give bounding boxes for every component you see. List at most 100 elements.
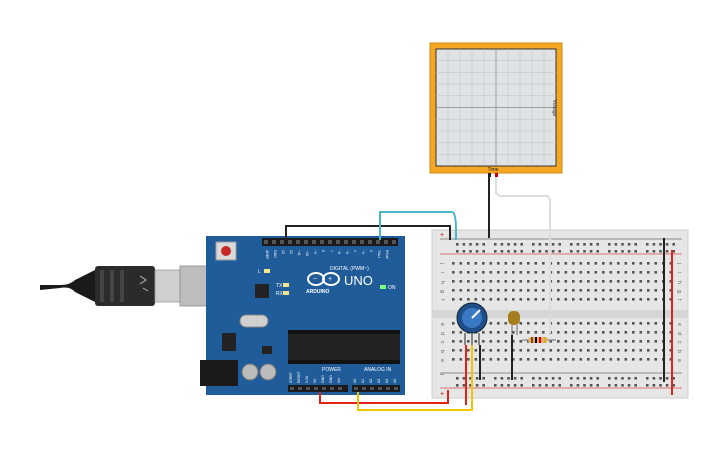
rail-hole[interactable] <box>634 377 637 380</box>
rail-hole[interactable] <box>462 250 466 253</box>
rail-hole[interactable] <box>589 377 593 380</box>
rail-hole[interactable] <box>627 250 631 253</box>
oscilloscope[interactable]: Voltage Time <box>429 42 563 177</box>
breadboard-hole[interactable] <box>489 271 493 274</box>
breadboard-hole[interactable] <box>557 271 560 274</box>
rail-hole[interactable] <box>456 243 459 246</box>
rail-hole[interactable] <box>570 384 573 387</box>
rail-hole[interactable] <box>513 384 517 387</box>
rail-hole[interactable] <box>659 377 662 380</box>
rail-hole[interactable] <box>589 243 593 246</box>
rail-hole[interactable] <box>652 384 656 387</box>
breadboard-hole[interactable] <box>587 322 590 325</box>
breadboard-hole[interactable] <box>459 289 463 292</box>
breadboard-hole[interactable] <box>534 298 538 301</box>
wires[interactable] <box>285 177 673 411</box>
breadboard-hole[interactable] <box>482 271 485 274</box>
breadboard-hole[interactable] <box>602 340 605 343</box>
header-pin[interactable] <box>362 387 366 390</box>
breadboard-hole[interactable] <box>497 289 500 292</box>
usb-cable[interactable] <box>40 265 213 307</box>
rail-hole[interactable] <box>520 384 523 387</box>
rail-hole[interactable] <box>551 377 555 380</box>
wire-scope-probe[interactable] <box>495 177 551 333</box>
breadboard-hole[interactable] <box>579 331 583 334</box>
breadboard-hole[interactable] <box>639 298 643 301</box>
breadboard-hole[interactable] <box>557 280 560 283</box>
breadboard-hole[interactable] <box>489 331 493 334</box>
breadboard-hole[interactable] <box>482 340 485 343</box>
breadboard-hole[interactable] <box>564 271 568 274</box>
breadboard-hole[interactable] <box>489 322 493 325</box>
breadboard-hole[interactable] <box>624 280 628 283</box>
breadboard-hole[interactable] <box>452 271 455 274</box>
breadboard-hole[interactable] <box>647 349 650 352</box>
breadboard-hole[interactable] <box>602 322 605 325</box>
breadboard-hole[interactable] <box>534 358 538 361</box>
breadboard-hole[interactable] <box>632 271 635 274</box>
breadboard-hole[interactable] <box>579 262 583 265</box>
rail-hole[interactable] <box>456 377 459 380</box>
breadboard-hole[interactable] <box>602 289 605 292</box>
rail-hole[interactable] <box>672 243 675 246</box>
header-pin[interactable] <box>354 387 358 390</box>
breadboard-hole[interactable] <box>459 280 463 283</box>
header-pin[interactable] <box>320 240 324 244</box>
rail-hole[interactable] <box>589 250 593 253</box>
breadboard-hole[interactable] <box>519 331 523 334</box>
header-pin[interactable] <box>360 240 364 244</box>
rail-hole[interactable] <box>545 243 548 246</box>
rail-hole[interactable] <box>627 243 631 246</box>
rail-hole[interactable] <box>634 243 637 246</box>
breadboard-hole[interactable] <box>602 271 605 274</box>
oscilloscope-terminal-pos[interactable] <box>495 173 498 177</box>
breadboard-hole[interactable] <box>647 271 650 274</box>
breadboard-hole[interactable] <box>654 322 658 325</box>
breadboard-hole[interactable] <box>564 280 568 283</box>
rail-hole[interactable] <box>659 384 662 387</box>
breadboard-hole[interactable] <box>564 331 568 334</box>
header-pin[interactable] <box>306 387 310 390</box>
rail-hole[interactable] <box>469 250 472 253</box>
breadboard-hole[interactable] <box>459 349 463 352</box>
breadboard-hole[interactable] <box>542 280 545 283</box>
header-pin[interactable] <box>290 387 294 390</box>
breadboard-hole[interactable] <box>527 298 530 301</box>
breadboard-hole[interactable] <box>564 289 568 292</box>
rail-hole[interactable] <box>532 250 535 253</box>
breadboard-hole[interactable] <box>459 340 463 343</box>
breadboard-hole[interactable] <box>504 289 508 292</box>
breadboard-hole[interactable] <box>669 262 673 265</box>
breadboard-hole[interactable] <box>647 280 650 283</box>
breadboard-hole[interactable] <box>587 340 590 343</box>
wire-a0-yellow[interactable] <box>357 345 473 411</box>
breadboard-hole[interactable] <box>609 349 613 352</box>
breadboard-hole[interactable] <box>624 298 628 301</box>
breadboard-hole[interactable] <box>632 298 635 301</box>
breadboard-hole[interactable] <box>489 280 493 283</box>
breadboard-hole[interactable] <box>587 349 590 352</box>
rail-hole[interactable] <box>646 377 649 380</box>
wire-5v-red[interactable] <box>319 390 449 404</box>
breadboard-hole[interactable] <box>572 331 575 334</box>
breadboard-hole[interactable] <box>632 340 635 343</box>
breadboard-hole[interactable] <box>579 289 583 292</box>
breadboard-hole[interactable] <box>542 331 545 334</box>
breadboard-hole[interactable] <box>452 358 455 361</box>
breadboard-hole[interactable] <box>617 331 620 334</box>
breadboard-hole[interactable] <box>639 280 643 283</box>
breadboard-hole[interactable] <box>549 349 553 352</box>
breadboard-hole[interactable] <box>482 331 485 334</box>
rail-hole[interactable] <box>627 377 631 380</box>
breadboard-hole[interactable] <box>602 298 605 301</box>
breadboard-hole[interactable] <box>609 358 613 361</box>
header-pin[interactable] <box>298 387 302 390</box>
breadboard-hole[interactable] <box>527 358 530 361</box>
rail-hole[interactable] <box>500 377 504 380</box>
breadboard-hole[interactable] <box>624 349 628 352</box>
breadboard-hole[interactable] <box>557 331 560 334</box>
breadboard-hole[interactable] <box>624 331 628 334</box>
breadboard-hole[interactable] <box>624 271 628 274</box>
rail-hole[interactable] <box>646 384 649 387</box>
